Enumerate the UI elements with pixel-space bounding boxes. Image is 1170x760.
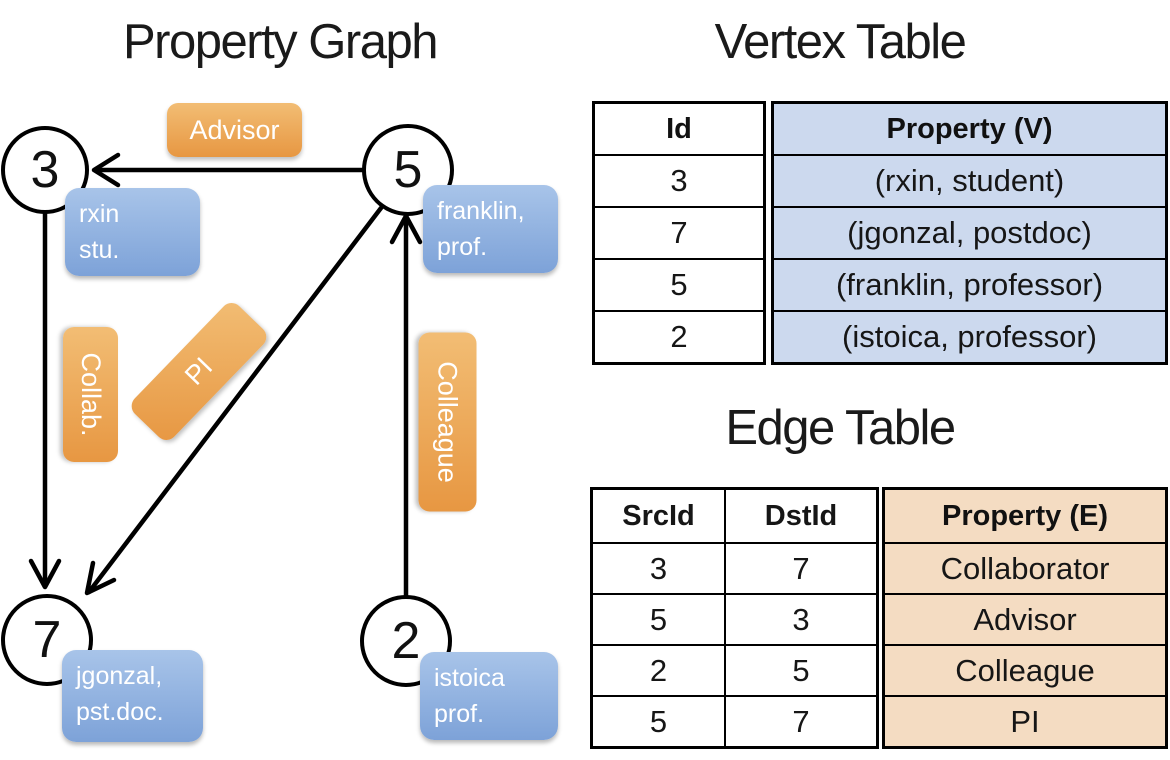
vertex-property-line: jgonzal, xyxy=(76,662,163,690)
vertex-property-line: rxin xyxy=(79,200,120,228)
vertex-table-title: Vertex Table xyxy=(714,15,967,69)
table-row: 2 5 xyxy=(593,644,876,695)
property-graph-title: Property Graph xyxy=(123,15,439,69)
table-row: 5 7 xyxy=(593,695,876,746)
edge-table-header-row: SrcId DstId xyxy=(593,490,876,542)
table-cell: 3 xyxy=(595,154,763,206)
edge-table-src-header: SrcId xyxy=(622,499,695,532)
vertex-property-box-3: rxin stu. xyxy=(65,188,200,276)
edge-label-collab: Collab. xyxy=(63,327,118,462)
table-cell: (rxin, student) xyxy=(774,154,1165,206)
table-cell: 5 xyxy=(595,258,763,310)
edge-table-title: Edge Table xyxy=(725,401,956,455)
table-cell: 7 xyxy=(724,697,876,746)
edge-table-property-header: Property (E) xyxy=(885,490,1165,542)
edge-table-id-columns: SrcId DstId 3 7 5 3 2 5 5 7 xyxy=(590,487,879,749)
table-cell: 7 xyxy=(595,206,763,258)
table-cell: 7 xyxy=(724,544,876,593)
vertex-node-3: 3 xyxy=(1,126,89,214)
edge-colleague-arrowhead-icon xyxy=(389,213,423,245)
table-cell: (jgonzal, postdoc) xyxy=(774,206,1165,258)
vertex-table-property-column: Property (V) (rxin, student) (jgonzal, p… xyxy=(771,101,1168,365)
edge-pi-arrowhead-icon xyxy=(84,560,117,596)
table-cell: (franklin, professor) xyxy=(774,258,1165,310)
edge-collab-arrowhead-icon xyxy=(28,558,62,590)
edge-table-property-column: Property (E) Collaborator Advisor Collea… xyxy=(882,487,1168,749)
vertex-node-7: 7 xyxy=(1,594,93,686)
table-cell: 3 xyxy=(649,550,668,586)
vertex-property-line: prof. xyxy=(434,700,485,729)
table-cell: 5 xyxy=(649,703,668,739)
table-cell: 2 xyxy=(595,310,763,362)
table-cell: Advisor xyxy=(885,593,1165,644)
edge-label-advisor: Advisor xyxy=(167,103,302,157)
edge-label-colleague: Colleague xyxy=(418,332,477,512)
vertex-property-line: franklin, xyxy=(437,197,525,225)
table-row: 3 7 xyxy=(593,542,876,593)
table-cell: 2 xyxy=(649,652,668,688)
vertex-property-line: pst.doc. xyxy=(76,698,164,727)
table-cell: Colleague xyxy=(885,644,1165,695)
table-row: 5 3 xyxy=(593,593,876,644)
table-cell: 5 xyxy=(724,646,876,695)
edge-label-pi: PI xyxy=(127,298,271,445)
vertex-property-line: prof. xyxy=(437,233,488,262)
table-cell: 3 xyxy=(724,595,876,644)
table-cell: 5 xyxy=(649,601,668,637)
vertex-table-id-column: Id 3 7 5 2 xyxy=(592,101,766,365)
vertex-property-box-7: jgonzal, pst.doc. xyxy=(62,650,203,742)
vertex-property-line: istoica xyxy=(434,664,505,692)
vertex-table-id-header: Id xyxy=(666,112,692,145)
edge-table-dst-header: DstId xyxy=(724,490,876,542)
edge-advisor-arrowhead-icon xyxy=(91,152,121,188)
vertex-property-box-5: franklin, prof. xyxy=(423,185,558,273)
table-cell: Collaborator xyxy=(885,542,1165,593)
vertex-property-box-2: istoica prof. xyxy=(420,652,558,740)
table-cell: (istoica, professor) xyxy=(774,310,1165,362)
vertex-table-property-header: Property (V) xyxy=(774,104,1165,154)
table-cell: PI xyxy=(885,695,1165,746)
vertex-property-line: stu. xyxy=(79,236,120,265)
